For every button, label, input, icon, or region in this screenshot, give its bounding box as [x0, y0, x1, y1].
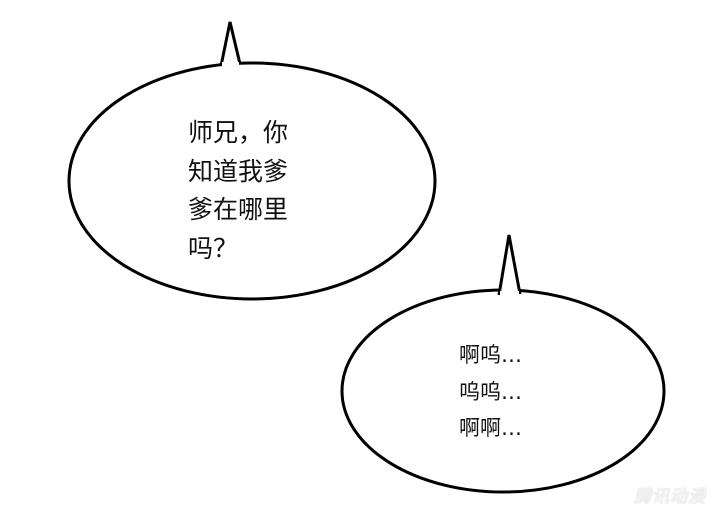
- speech-bubble-2: [340, 234, 666, 494]
- dialogue-line: 呜呜…: [459, 379, 522, 404]
- dialogue-line: 啊啊…: [459, 416, 522, 440]
- dialogue-line: 吗？: [188, 233, 239, 263]
- speech-bubble-2-text: 啊呜… 呜呜… 啊啊…: [459, 337, 522, 447]
- speech-bubble-1-text: 师兄，你 知道我爹 爹在哪里 吗？: [188, 114, 288, 268]
- watermark-logo: 腾讯动漫: [634, 487, 706, 507]
- dialogue-line: 知道我爹: [188, 156, 289, 186]
- dialogue-line: 师兄，你: [188, 118, 289, 147]
- dialogue-line: 爹在哪里: [188, 195, 289, 224]
- speech-bubble-1: [67, 21, 437, 301]
- dialogue-line: 啊呜…: [459, 343, 522, 367]
